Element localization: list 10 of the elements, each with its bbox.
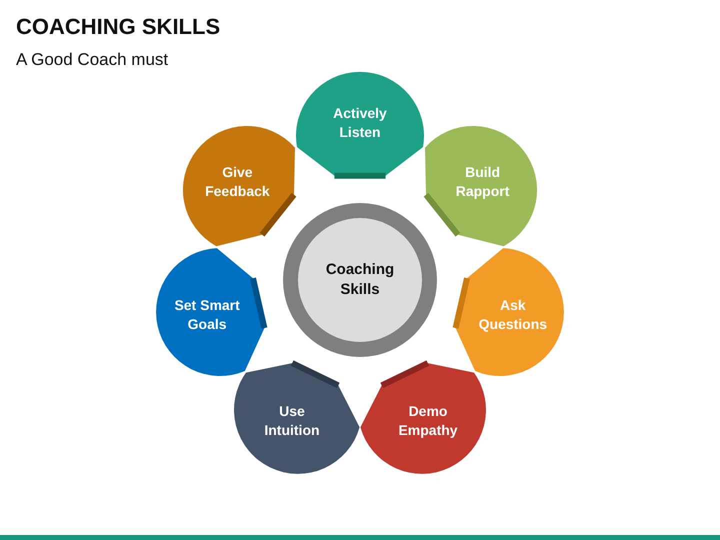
title: COACHING SKILLS [16, 14, 220, 40]
petal-label: Build Rapport [454, 163, 510, 202]
petal-label: Give Feedback [204, 163, 271, 202]
petal-label: Demo Empathy [397, 402, 459, 440]
subtitle: A Good Coach must [16, 50, 168, 70]
petal-label: Set Smart Goals [173, 296, 241, 334]
hub-label: Coaching Skills [324, 260, 396, 300]
petal-label: Actively Listen [332, 104, 388, 142]
petal-label: Ask Questions [478, 296, 548, 334]
petal-label: Use Intuition [263, 402, 321, 440]
